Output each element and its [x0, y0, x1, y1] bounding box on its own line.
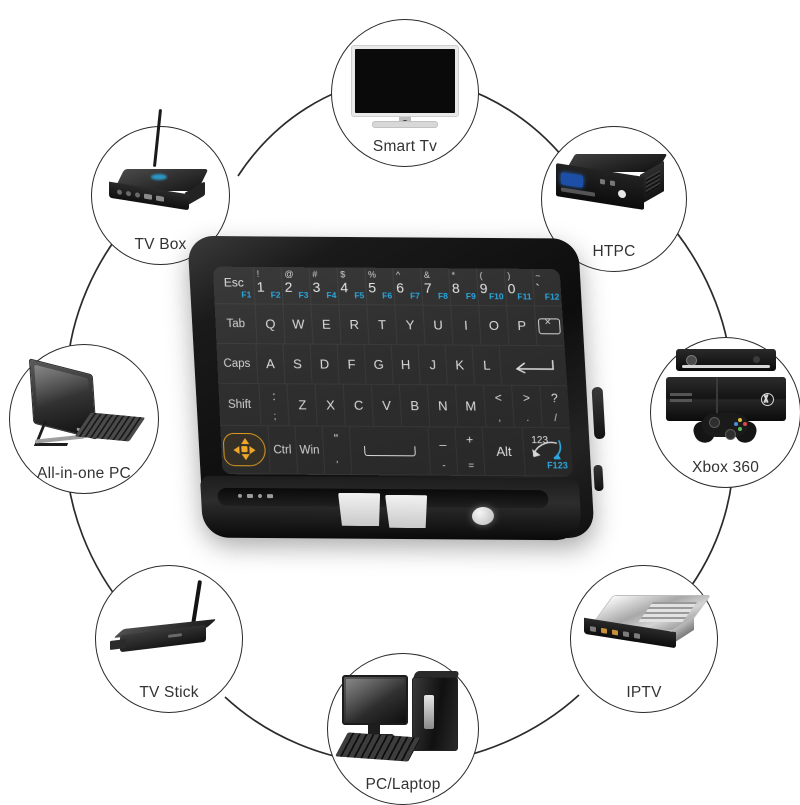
- space-icon: [364, 445, 416, 456]
- node-iptv[interactable]: IPTV: [570, 565, 718, 713]
- key-enter[interactable]: [499, 345, 568, 387]
- key-alt[interactable]: Alt: [482, 427, 527, 477]
- key-m[interactable]: M: [456, 385, 487, 428]
- key-u[interactable]: U: [423, 305, 454, 346]
- enter-icon: [515, 359, 554, 374]
- fn-toggle-label: F123: [546, 460, 569, 471]
- right-click-button[interactable]: [385, 495, 429, 528]
- key-b[interactable]: B: [400, 385, 431, 428]
- key-x[interactable]: X: [315, 384, 347, 427]
- key-a[interactable]: A: [256, 344, 286, 385]
- key-o[interactable]: O: [479, 306, 510, 346]
- key-l[interactable]: L: [472, 345, 503, 386]
- navigation-pad-icon: [222, 432, 267, 467]
- key-space[interactable]: [349, 426, 432, 476]
- key-g[interactable]: G: [364, 344, 394, 385]
- key-fn-toggle[interactable]: 123 F123: [523, 427, 574, 477]
- key-slash[interactable]: ? /: [540, 386, 570, 429]
- node-label-xbox-360: Xbox 360: [691, 458, 760, 476]
- key-s[interactable]: S: [283, 344, 313, 385]
- key-9[interactable]: ( 9 F10: [476, 268, 508, 307]
- key-h[interactable]: H: [391, 345, 421, 386]
- node-label-tv-stick: TV Stick: [139, 683, 199, 701]
- key-equal[interactable]: + =: [455, 427, 486, 477]
- key-semicolon[interactable]: : ;: [259, 384, 290, 427]
- desktop-computer-icon: [328, 654, 478, 777]
- node-xbox-360[interactable]: Xbox 360: [650, 337, 800, 488]
- side-switch[interactable]: [593, 464, 604, 492]
- key-minus[interactable]: _ -: [428, 427, 459, 476]
- key-j[interactable]: J: [418, 345, 448, 386]
- backspace-icon: [538, 317, 562, 334]
- key-quote[interactable]: " ': [322, 426, 353, 476]
- fn-toggle-arrow-icon: [528, 434, 566, 464]
- key-1[interactable]: ! 1 F2: [254, 266, 284, 305]
- key-backtick[interactable]: ~ ` F12: [532, 268, 562, 307]
- key-5[interactable]: % 5 F6: [365, 267, 396, 306]
- key-esc[interactable]: Esc F1: [212, 266, 257, 305]
- key-v[interactable]: V: [371, 384, 403, 428]
- key-p[interactable]: P: [507, 306, 538, 347]
- key-tab[interactable]: Tab: [214, 304, 258, 345]
- node-label-iptv: IPTV: [626, 683, 662, 701]
- key-ctrl[interactable]: Ctrl: [268, 426, 298, 475]
- all-in-one-pc-icon: [10, 345, 158, 466]
- keyboard-row-tab: Tab Q W E R T Y U I O P: [214, 304, 565, 347]
- keyboard-row-numbers: Esc F1 ! 1 F2 @ 2 F3 # 3 F4 $: [212, 266, 562, 307]
- node-pc-laptop[interactable]: PC/Laptop: [327, 653, 479, 805]
- key-7[interactable]: & 7 F8: [421, 268, 452, 306]
- node-label-htpc: HTPC: [592, 242, 636, 260]
- key-2[interactable]: @ 2 F3: [282, 267, 312, 305]
- left-click-button[interactable]: [338, 493, 382, 526]
- key-z[interactable]: Z: [287, 384, 319, 427]
- htpc-case-icon: [542, 127, 686, 244]
- game-console-icon: [651, 338, 800, 460]
- node-all-in-one-pc[interactable]: All-in-one PC: [9, 344, 159, 494]
- keyboard-row-bottom: Ctrl Win " ' _ - + = Alt 123: [220, 425, 574, 477]
- mini-wireless-keyboard[interactable]: Esc F1 ! 1 F2 @ 2 F3 # 3 F4 $: [187, 235, 606, 554]
- node-tv-box[interactable]: TV Box: [91, 108, 230, 265]
- key-f[interactable]: F: [337, 344, 367, 385]
- television-icon: [332, 20, 478, 139]
- key-r[interactable]: R: [339, 305, 370, 345]
- keyboard-row-shift: Shift : ; Z X C V B N M < , > . ?: [218, 383, 570, 429]
- key-win[interactable]: Win: [295, 426, 325, 475]
- key-esc-label: Esc: [223, 275, 245, 290]
- led-indicators: [237, 493, 274, 499]
- keyboard-row-caps: Caps A S D F G H J K L: [216, 343, 568, 387]
- key-e[interactable]: E: [311, 304, 342, 345]
- set-top-box-icon: [571, 566, 717, 685]
- key-backspace[interactable]: [535, 306, 565, 347]
- key-k[interactable]: K: [445, 345, 476, 386]
- key-i[interactable]: I: [451, 305, 482, 346]
- key-c[interactable]: C: [343, 384, 375, 427]
- key-4[interactable]: $ 4 F5: [337, 267, 368, 306]
- key-8[interactable]: * 8 F9: [449, 268, 480, 307]
- key-3[interactable]: # 3 F4: [309, 267, 340, 306]
- key-shift[interactable]: Shift: [218, 383, 262, 427]
- key-t[interactable]: T: [367, 305, 398, 346]
- key-period[interactable]: > .: [512, 385, 543, 429]
- key-matrix[interactable]: Esc F1 ! 1 F2 @ 2 F3 # 3 F4 $: [212, 266, 574, 477]
- key-6[interactable]: ^ 6 F7: [393, 267, 424, 306]
- key-n[interactable]: N: [428, 385, 459, 428]
- key-esc-fn: F1: [241, 289, 252, 300]
- node-smart-tv[interactable]: Smart Tv: [331, 19, 479, 167]
- key-w[interactable]: W: [283, 304, 314, 345]
- hdmi-dongle-icon: [96, 566, 242, 685]
- key-0[interactable]: ) 0 F11: [504, 268, 536, 307]
- key-comma[interactable]: < ,: [484, 385, 515, 428]
- node-label-smart-tv: Smart Tv: [372, 137, 438, 155]
- android-tv-box-icon: [92, 108, 229, 237]
- node-tv-stick[interactable]: TV Stick: [95, 565, 243, 713]
- key-caps[interactable]: Caps: [216, 343, 259, 385]
- node-label-tv-box: TV Box: [134, 235, 187, 253]
- key-y[interactable]: Y: [395, 305, 426, 346]
- key-d[interactable]: D: [310, 344, 340, 385]
- node-label-pc-laptop: PC/Laptop: [365, 775, 441, 793]
- key-q[interactable]: Q: [256, 304, 286, 345]
- key-navigation-pad[interactable]: [220, 425, 271, 475]
- node-label-all-in-one-pc: All-in-one PC: [37, 464, 131, 482]
